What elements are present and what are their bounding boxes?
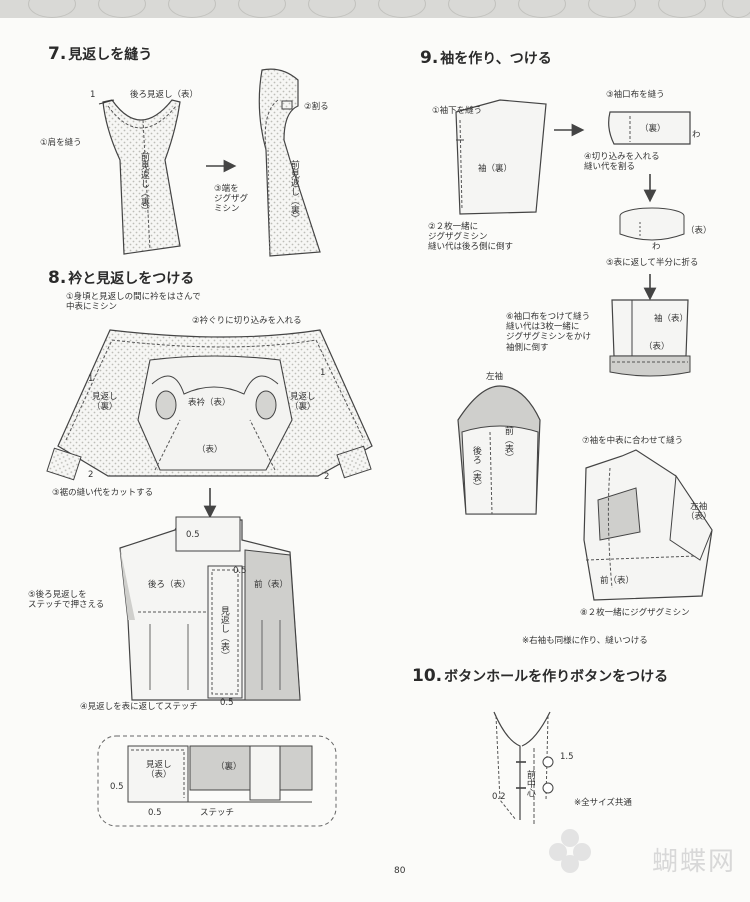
mark-8-1a: 1 [88,374,94,384]
step9-sleeve-set-in [583,449,713,601]
step9-heading: 袖を作り、つける [440,51,552,67]
detail-wrong-label: （裏） [216,762,242,772]
front-label: 前（表） [254,580,289,590]
label-seam: ①袖下を縫う [432,106,483,116]
front-label-2: 前（表） [502,426,513,462]
back-label-2: 後ろ（表） [470,446,481,491]
mark-05-d: 0.5 [110,782,124,792]
center-front-label: 前中心 [524,770,535,797]
sleeve-wrong-label: 袖（裏） [478,164,513,174]
detail-stitch-label: ステッチ [200,808,235,818]
step7-facing-flat [98,99,181,255]
mark-1: 1 [90,90,96,100]
step9-cuff-strip [608,111,691,145]
label-cuff-sew: ③袖口布を縫う [606,90,665,100]
step9-sleeve-tube [455,99,547,215]
step8-number: 8. [48,268,67,288]
mark-02: 0.2 [492,792,506,802]
step7-title: 7.見返しを縫う [48,44,152,64]
back-label: 後ろ（表） [148,580,191,590]
label-split: ②割る [304,102,329,112]
mark-05-c: 0.5 [220,698,234,708]
step7-facing-sewn [258,68,321,257]
note-all-sizes: ※全サイズ共通 [574,798,632,808]
note-right-sleeve: ※右袖も同様に作り、縫いつける [522,636,648,646]
label-sew-shoulder: ①肩を縫う [40,138,82,148]
label-zigzag3: ⑧２枚一緒にジグザグミシン [580,608,690,618]
step10-title: 10.ボタンホールを作りボタンをつける [412,666,668,686]
left-sleeve-label: 左袖 [486,372,504,382]
step10-heading: ボタンホールを作りボタンをつける [444,669,669,685]
mark-05-a: 0.5 [186,530,200,540]
page-number: 80 [394,866,406,876]
step10-number: 10. [412,666,443,686]
step9-title: 9.袖を作り、つける [420,48,552,68]
front-right-label-2: 前（表） [600,576,635,586]
left-sleeve-right-label: 左袖 （表） [686,502,712,523]
step8-title: 8.衿と見返しをつける [48,268,194,288]
step7-heading: 見返しを縫う [68,47,153,63]
label-step8-4: ④見返しを表に返してステッチ [80,702,198,712]
watermark-text: 蝴蝶网 [651,847,736,877]
label-fold: ⑤表に返して半分に折る [606,258,699,268]
step8-collar-assembly [46,329,373,481]
sleeve-right-label: 袖（表） [654,314,689,324]
label-step8-1: ①身頃と見返しの間に衿をはさんで 中表にミシン [66,292,201,313]
collar-label: 表衿（表） [188,398,231,408]
cuff-wa-b: わ [652,242,661,252]
mark-05-e: 0.5 [148,808,162,818]
mark-15: 1.5 [560,752,574,762]
front-facing-label-b: 前見返し（裏） [288,160,299,223]
label-attach-cuff: ⑥袖口布をつけて縫う 縫い代は3枚一緒に ジグザグミシンをかけ 袖側に倒す [506,312,592,353]
step8-jacket-front [119,516,301,701]
mark-8-2a: 2 [88,470,94,480]
step9-number: 9. [420,48,439,68]
label-cut: ④切り込みを入れる 縫い代を割る [584,152,660,173]
mark-8-2b: 2 [324,472,330,482]
label-step8-2: ②衿ぐりに切り込みを入れる [192,316,302,326]
label-set-in: ⑦袖を中表に合わせて縫う [582,436,684,446]
detail-facing-label: 見返し （表） [146,760,172,781]
step9-cuff-ring [619,207,685,241]
step9-sleeve-front-view [457,385,541,515]
step9-sleeve-with-cuff [609,299,691,377]
label-zigzag: ③端を ジグザグ ミシン [214,184,249,215]
cuff-outside-label-2: （表） [644,342,670,352]
body-label: （表） [197,445,223,455]
watermark-logo [549,829,591,873]
label-back-facing: 後ろ見返し（表） [130,90,199,100]
header-decoration [0,0,750,18]
mark-05-b: 0.5 [233,566,247,576]
cuff-wrong-label: （裏） [640,124,666,134]
mark-8-1b: 1 [320,368,326,378]
label-step8-3: ③裾の縫い代をカットする [52,488,154,498]
facing-front-label: 見返し（表） [218,606,229,660]
label-step8-5: ⑤後ろ見返しを ステッチで押さえる [28,590,105,611]
step8-heading: 衿と見返しをつける [68,271,195,287]
step7-number: 7. [48,44,67,64]
step8-detail-box [97,735,337,827]
facing-left-label: 見返し （裏） [92,392,118,413]
cuff-outside-label: （表） [686,226,712,236]
step10-button-diagram [493,711,554,824]
cuff-wa-a: わ [692,130,701,140]
front-facing-label-a: 前見返し（裏） [138,152,149,215]
label-zigzag2: ②２枚一緒に ジグザグミシン 縫い代は後ろ側に倒す [428,222,514,253]
facing-right-label: 見返し （裏） [290,392,316,413]
